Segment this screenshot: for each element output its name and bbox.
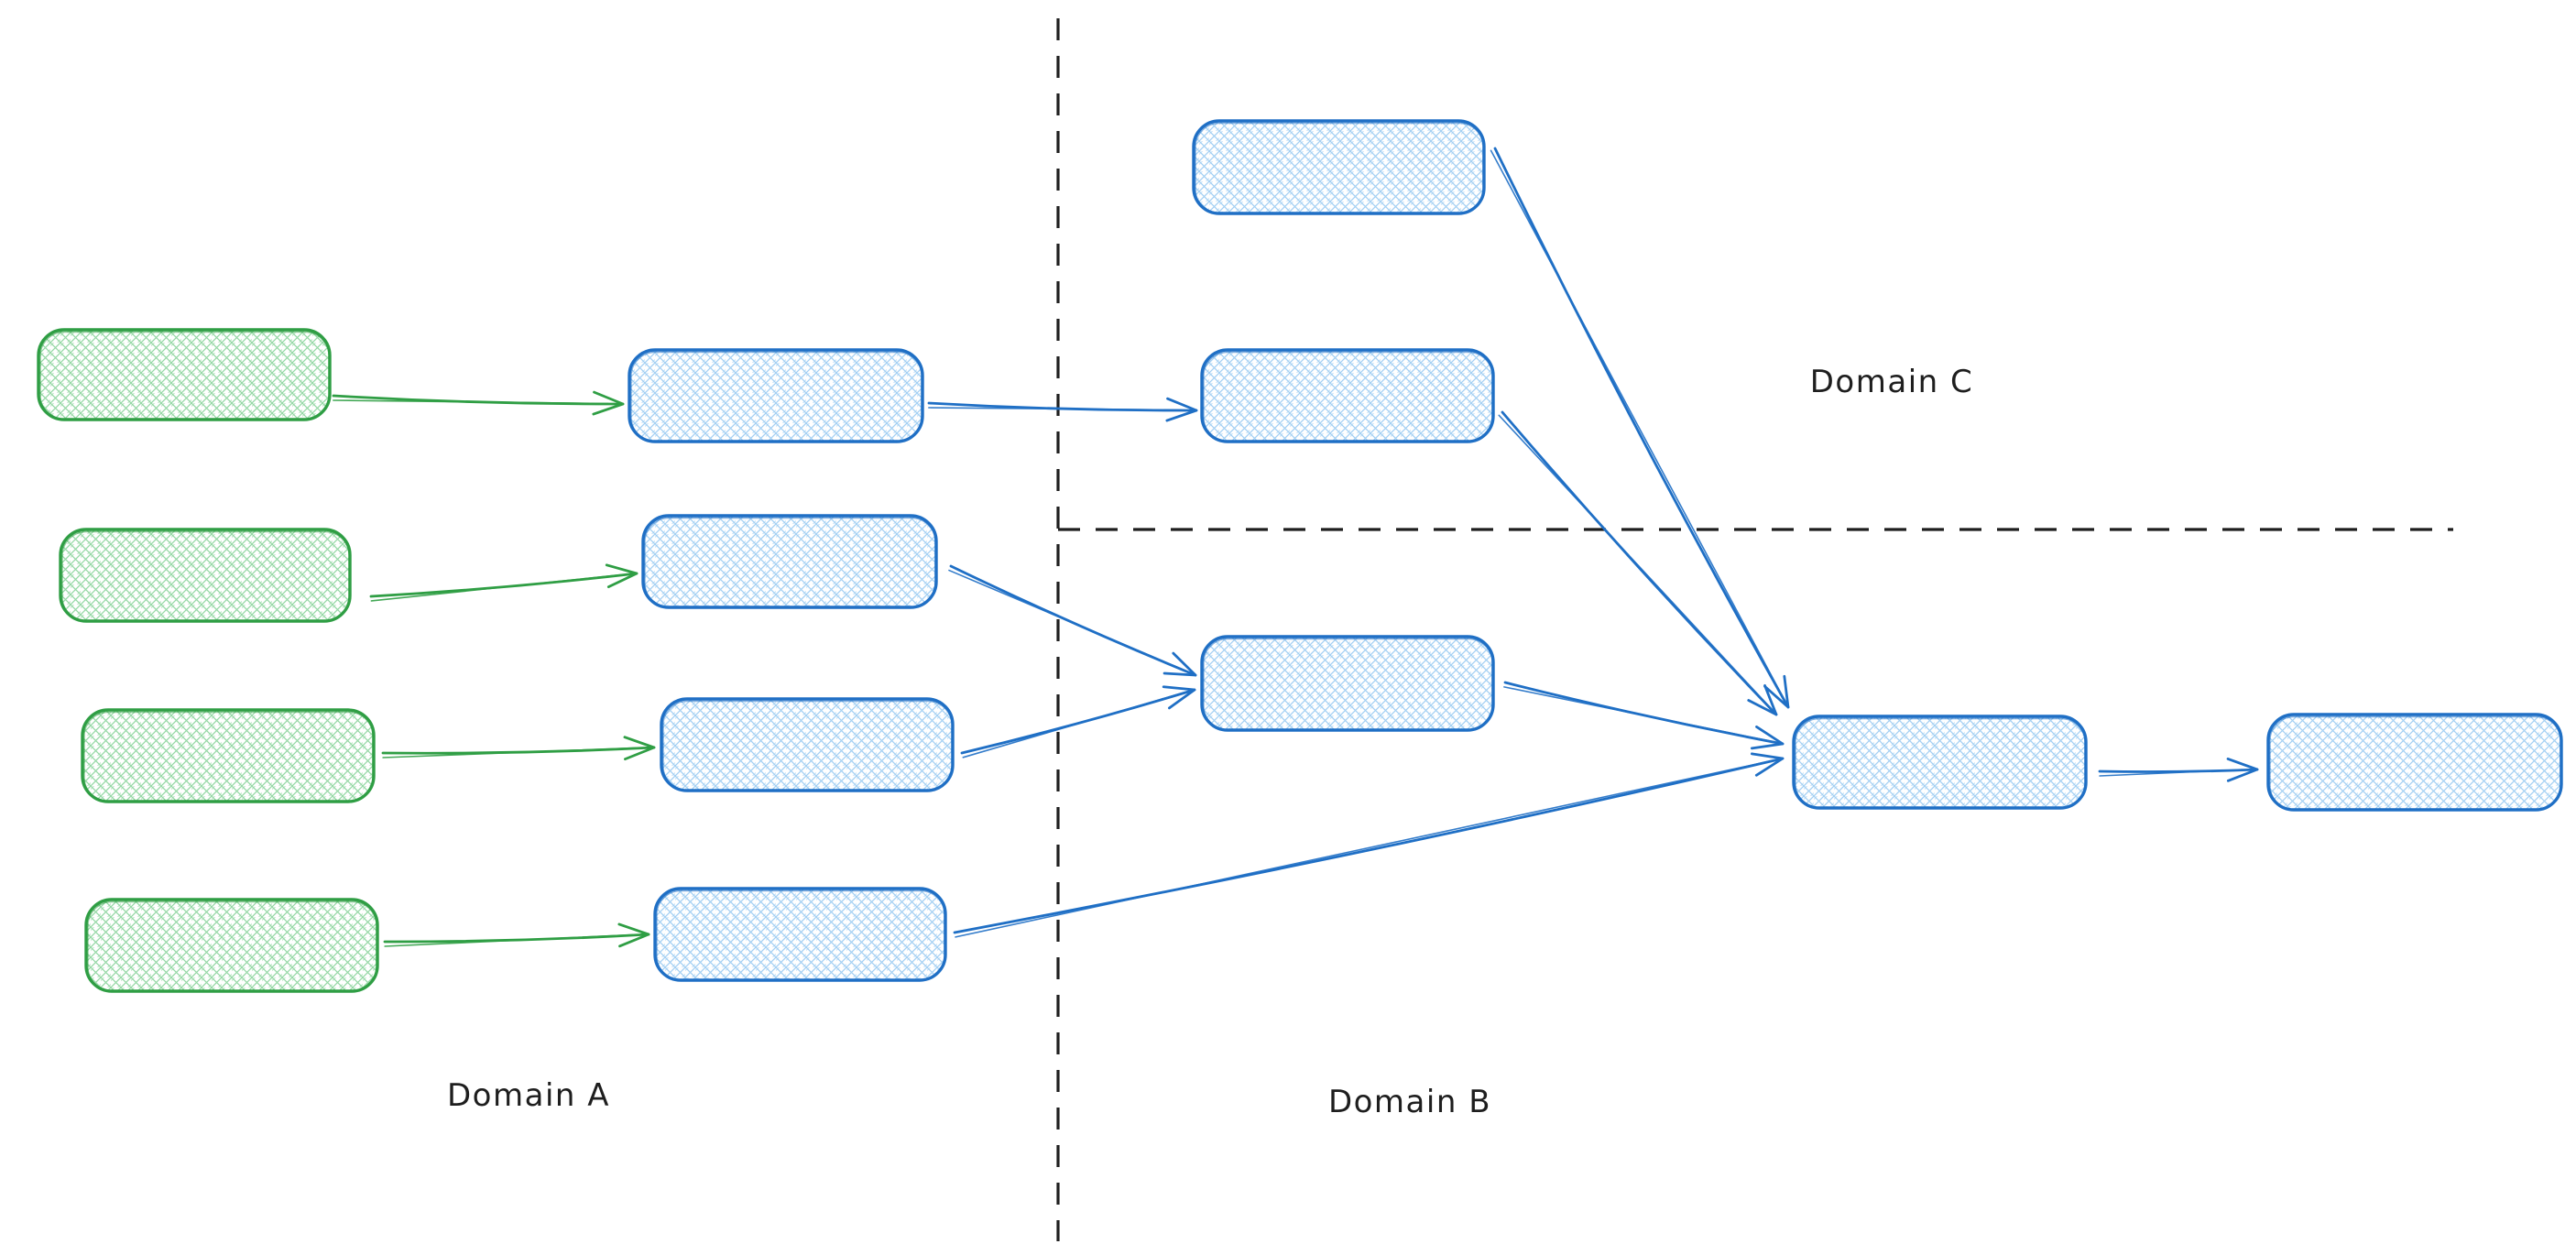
node-fill	[655, 889, 945, 980]
arrows-layer	[332, 147, 2259, 948]
arrowhead-icon	[592, 390, 625, 416]
node-domain-b-node-lower[interactable]	[1200, 635, 1495, 732]
node-outline	[1200, 348, 1495, 443]
arrow-cnode-to-hub[interactable]	[1490, 147, 1790, 709]
domain-b-label[interactable]: Domain B	[1328, 1084, 1491, 1120]
domain-c-label[interactable]: Domain C	[1810, 364, 1973, 400]
arrowhead-icon	[1747, 683, 1778, 716]
node-domain-a-process-3[interactable]	[660, 697, 955, 792]
arrow-a3-to-p3[interactable]	[381, 736, 656, 761]
arrowhead-icon	[1162, 685, 1196, 710]
arrow-line	[949, 564, 1197, 677]
domain-dividers-layer	[1056, 18, 2453, 1241]
node-fill	[1202, 350, 1493, 442]
node-fill	[60, 529, 350, 621]
node-fill	[38, 330, 330, 420]
node-domain-c-node[interactable]	[1192, 119, 1486, 215]
arrow-line	[381, 746, 656, 755]
arrow-line	[1501, 410, 1778, 716]
node-outline	[660, 697, 955, 792]
arrow-hub-to-sink[interactable]	[2098, 757, 2259, 782]
node-domain-a-source-4[interactable]	[84, 898, 379, 993]
arrow-line	[1493, 147, 1790, 709]
arrowhead-icon	[1165, 397, 1198, 422]
node-outline	[1792, 715, 2088, 810]
arrow-line	[383, 933, 650, 944]
arrow-ghost-line	[955, 760, 1770, 938]
node-outline	[81, 708, 376, 803]
node-domain-b-node-upper[interactable]	[1200, 348, 1495, 443]
arrowhead-icon	[605, 563, 639, 589]
arrow-line	[1503, 681, 1785, 746]
arrow-line	[2098, 768, 2259, 773]
arrowhead-icon	[1763, 674, 1790, 709]
arrow-p3-to-lower[interactable]	[960, 685, 1196, 758]
node-outline	[1200, 635, 1495, 732]
node-outline	[2266, 713, 2563, 812]
node-fill	[1194, 121, 1484, 213]
arrow-line	[960, 688, 1196, 755]
arrow-lower-to-hub[interactable]	[1503, 681, 1785, 750]
node-fill	[643, 516, 936, 607]
nodes-layer	[37, 119, 2563, 993]
node-fill	[82, 710, 374, 802]
arrowhead-icon	[617, 922, 650, 948]
arrowhead-icon	[1750, 752, 1785, 777]
arrowhead-icon	[1750, 726, 1785, 750]
arrow-ghost-line	[1490, 149, 1783, 695]
node-fill	[1794, 716, 2086, 808]
node-outline	[84, 898, 379, 993]
node-domain-a-process-4[interactable]	[653, 887, 947, 982]
arrow-p4-to-hub[interactable]	[953, 752, 1785, 938]
arrow-p2-to-lower[interactable]	[948, 564, 1197, 677]
node-outline	[653, 887, 947, 982]
arrowhead-icon	[623, 736, 656, 761]
node-domain-a-process-2[interactable]	[641, 514, 938, 609]
node-fill	[1202, 637, 1493, 730]
arrow-p1-to-upper[interactable]	[927, 397, 1198, 422]
arrow-line	[332, 394, 625, 406]
node-domain-a-source-2[interactable]	[59, 528, 352, 623]
arrow-line	[369, 572, 639, 598]
node-domain-a-process-1[interactable]	[628, 348, 924, 443]
domain-a-label[interactable]: Domain A	[447, 1077, 610, 1114]
arrow-a4-to-p4[interactable]	[383, 922, 650, 948]
arrow-line	[953, 757, 1785, 934]
node-domain-b-sink[interactable]	[2266, 713, 2563, 812]
node-domain-a-source-3[interactable]	[81, 708, 376, 803]
arrowhead-icon	[2226, 757, 2259, 782]
arrow-line	[927, 401, 1198, 412]
arrow-upper-to-hub[interactable]	[1498, 410, 1778, 716]
node-outline	[59, 528, 352, 623]
node-outline	[1192, 119, 1486, 215]
node-outline	[628, 348, 924, 443]
node-domain-b-hub[interactable]	[1792, 715, 2088, 810]
arrow-a1-to-p1[interactable]	[332, 390, 625, 416]
node-domain-a-source-1[interactable]	[37, 328, 332, 421]
node-fill	[2268, 715, 2561, 810]
node-fill	[86, 900, 377, 991]
node-outline	[641, 514, 938, 609]
node-fill	[661, 699, 953, 791]
labels-layer: Domain A Domain B Domain C	[447, 364, 1973, 1120]
node-fill	[629, 350, 922, 442]
arrowhead-icon	[1162, 651, 1197, 677]
node-outline	[37, 328, 332, 421]
arrow-a2-to-p2[interactable]	[369, 563, 639, 602]
